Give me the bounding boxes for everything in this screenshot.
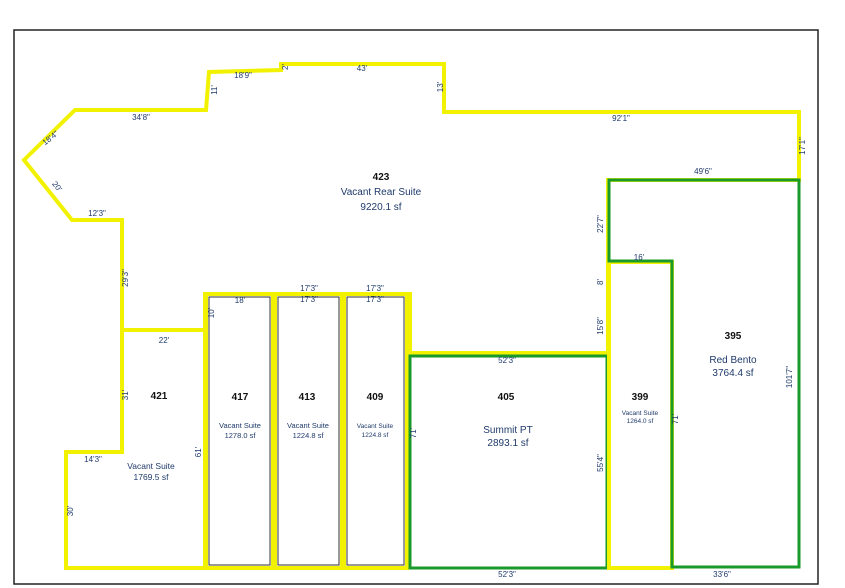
dimension-label: 22' xyxy=(159,336,170,345)
dimension-label: 12'3" xyxy=(88,209,106,218)
dimension-label: 49'6" xyxy=(694,167,712,176)
dimension-label: 13' xyxy=(436,81,445,92)
dimension-label: 8' xyxy=(596,279,605,285)
unit-399-area: 1264.0 sf xyxy=(627,418,654,425)
unit-395-area: 3764.4 sf xyxy=(712,368,753,379)
unit-405-number: 405 xyxy=(498,392,515,403)
dimension-label: 17'3" xyxy=(366,295,384,304)
dimension-label: 30' xyxy=(66,505,75,516)
dimension-label: 52'3" xyxy=(498,356,516,365)
dimension-label: 34'8" xyxy=(132,113,150,122)
dimension-label: 55'4" xyxy=(596,454,605,472)
dimension-label: 10' xyxy=(207,307,216,318)
dimension-label: 71' xyxy=(671,413,680,424)
unit-423-name: Vacant Rear Suite xyxy=(341,187,422,198)
unit-413-area: 1224.8 sf xyxy=(293,431,325,440)
dimension-label: 17'3" xyxy=(300,295,318,304)
unit-405-area: 2893.1 sf xyxy=(487,438,528,449)
dimension-label: 61' xyxy=(194,446,203,457)
unit-409-number: 409 xyxy=(367,392,384,403)
unit-399-name: Vacant Suite xyxy=(622,410,659,417)
dimension-label: 31' xyxy=(121,389,130,400)
unit-405-name: Summit PT xyxy=(483,425,532,436)
unit-409-name: Vacant Suite xyxy=(357,423,394,430)
dimension-label: 16' xyxy=(634,253,645,262)
unit-417-number: 417 xyxy=(232,392,249,403)
dimension-label: 71' xyxy=(409,427,418,438)
dimension-label: 29'3" xyxy=(121,269,130,287)
unit-421-name: Vacant Suite xyxy=(127,461,175,471)
unit-421-number: 421 xyxy=(151,391,168,402)
dimension-label: 17'3" xyxy=(300,284,318,293)
dimension-label: 43' xyxy=(357,64,368,73)
dimension-label: 11' xyxy=(210,85,219,95)
unit-395-name: Red Bento xyxy=(709,355,757,366)
dimension-label: 33'6" xyxy=(713,570,731,579)
unit-413-number: 413 xyxy=(299,392,316,403)
dimension-label: 17'1" xyxy=(798,137,807,155)
dimension-label: 52'3" xyxy=(498,570,516,579)
dimension-label: 22'7" xyxy=(596,215,605,233)
unit-399-number: 399 xyxy=(632,392,649,403)
dimension-label: 92'1" xyxy=(612,114,630,123)
dimension-label: 15'8" xyxy=(596,317,605,335)
dimension-label: 101'7" xyxy=(785,366,794,388)
dimension-label: 18'9" xyxy=(234,71,252,80)
unit-417-name: Vacant Suite xyxy=(219,421,261,430)
dimension-label: 14'3" xyxy=(84,455,102,464)
dimension-label: 18' xyxy=(235,296,246,305)
dimension-label: 17'3" xyxy=(366,284,384,293)
unit-409-area: 1224.8 sf xyxy=(362,432,389,439)
unit-423-number: 423 xyxy=(373,172,390,183)
unit-395-number: 395 xyxy=(725,331,742,342)
unit-421-area: 1769.5 sf xyxy=(134,472,170,482)
unit-413-name: Vacant Suite xyxy=(287,421,329,430)
unit-417-area: 1278.0 sf xyxy=(225,431,257,440)
unit-423-area: 9220.1 sf xyxy=(360,202,401,213)
dimension-label: 2' xyxy=(281,64,290,70)
